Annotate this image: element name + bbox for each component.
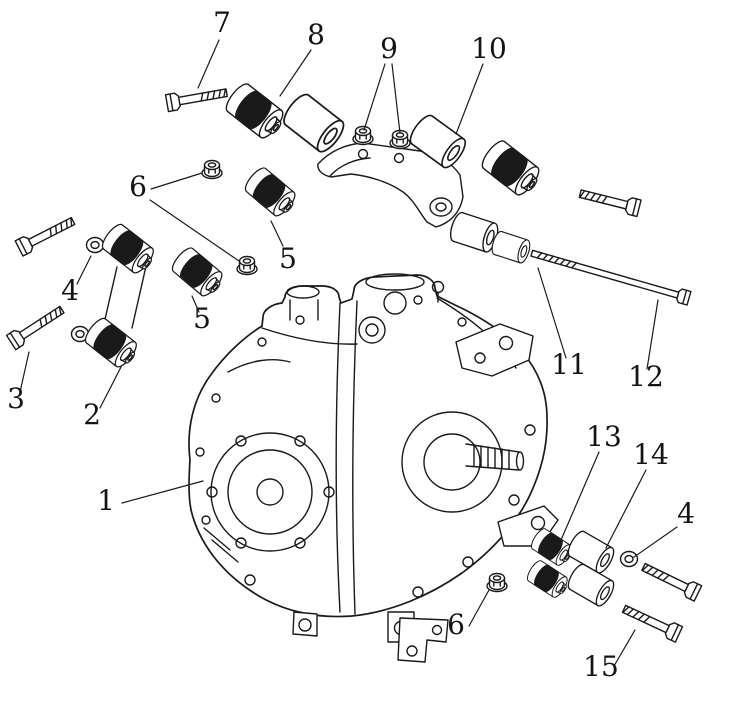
callout-6-upper: 6 <box>129 170 240 262</box>
callout-label-4-right: 4 <box>677 497 695 530</box>
callout-3: 3 <box>7 351 30 415</box>
part-4-washer-right <box>619 550 639 568</box>
upper-right-hex-bolt <box>577 184 642 218</box>
callout-1: 1 <box>97 480 204 517</box>
callout-label-3: 3 <box>7 382 25 415</box>
leader-line <box>455 63 484 135</box>
part-2-link-mount <box>81 220 159 372</box>
callout-label-7: 7 <box>213 6 231 39</box>
part-7-hex-bolt <box>164 83 229 113</box>
callout-label-15: 15 <box>583 650 619 683</box>
leader-line <box>121 480 204 504</box>
callout-label-1: 1 <box>97 484 115 517</box>
part-2-link-bushing-top <box>98 220 159 278</box>
leader-line <box>613 629 636 667</box>
part-5-rubber-bushing-upper <box>241 164 301 221</box>
part-15-hex-bolt-lower <box>619 600 684 643</box>
callout-label-6-upper: 6 <box>129 170 147 203</box>
part-8-rubber-mount <box>221 79 290 144</box>
leader-line <box>149 172 240 262</box>
callout-5-upper: 5 <box>270 220 297 275</box>
callout-5-lower: 5 <box>191 295 211 335</box>
part-9-flange-nut-left <box>352 125 374 146</box>
callout-11: 11 <box>537 267 587 381</box>
left-cover <box>206 432 335 552</box>
callout-label-13: 13 <box>586 420 622 453</box>
callout-13: 13 <box>560 420 622 541</box>
leader-line <box>19 351 30 393</box>
callout-14: 14 <box>605 438 669 549</box>
leader-line <box>560 451 600 541</box>
callout-label-12: 12 <box>628 360 664 393</box>
part-6-flange-nut-lower <box>486 572 508 593</box>
callout-4-left: 4 <box>61 255 92 307</box>
callout-label-10: 10 <box>471 32 507 65</box>
callout-10: 10 <box>455 32 507 135</box>
output-shaft <box>465 443 525 471</box>
callout-12: 12 <box>628 299 664 393</box>
leader-line <box>197 39 220 89</box>
leader-line <box>363 63 401 134</box>
upper-left-hex-bolt <box>14 212 78 257</box>
callout-8: 8 <box>279 18 325 97</box>
part-1-engine-crankcase <box>188 273 559 663</box>
callout-label-14: 14 <box>633 438 669 471</box>
callout-label-2: 2 <box>83 398 101 431</box>
leader-line <box>270 220 284 247</box>
part-3-hex-bolt <box>5 301 68 351</box>
leader-line <box>76 255 92 285</box>
part-13-rubber-bushing-b <box>524 558 572 601</box>
part-6-flange-nut-upper <box>201 159 223 180</box>
callout-4-right: 4 <box>633 497 695 558</box>
leader-line <box>99 366 122 409</box>
leader-line <box>633 526 678 558</box>
callout-label-4-left: 4 <box>61 274 79 307</box>
callout-label-6-lower: 6 <box>447 608 465 641</box>
leader-line <box>537 267 567 359</box>
callout-label-5-upper: 5 <box>279 242 297 275</box>
leader-line <box>646 299 659 370</box>
callout-label-8: 8 <box>307 18 325 51</box>
callout-7: 7 <box>197 6 231 89</box>
callout-6-lower: 6 <box>447 589 490 641</box>
right-rubber-mount <box>477 136 546 201</box>
part-11-bushing-b <box>489 229 533 265</box>
callout-2: 2 <box>83 366 122 431</box>
part-12-long-bolt <box>530 249 692 306</box>
callout-9: 9 <box>363 32 401 134</box>
callout-label-11: 11 <box>551 348 587 381</box>
callout-15: 15 <box>583 629 636 683</box>
leader-line <box>279 49 312 97</box>
callout-label-9: 9 <box>380 32 398 65</box>
callout-label-5-lower: 5 <box>193 302 211 335</box>
part-6-flange-nut-middle <box>236 255 258 276</box>
leader-line <box>191 295 200 313</box>
leader-line <box>605 469 647 549</box>
part-5-rubber-bushing-lower <box>168 244 228 301</box>
part-15-hex-bolt-upper <box>639 558 703 602</box>
part-4-washer-upper <box>85 236 105 254</box>
leader-line <box>468 589 490 627</box>
bracket-boss-tube <box>278 89 349 157</box>
part-14-sleeve-b <box>564 561 618 610</box>
